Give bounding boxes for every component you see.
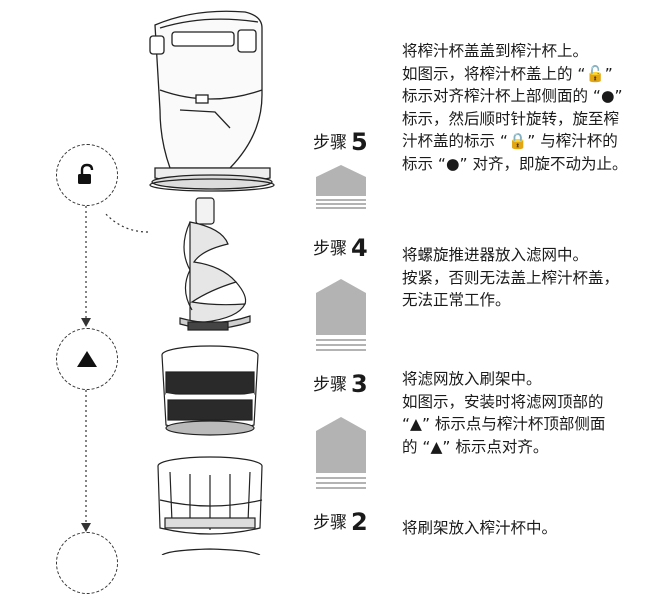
step-5-line: 标示，然后顺时针旋转，旋至榨 (402, 109, 620, 128)
step-5-instructions: 将榨汁杯盖盖到榨汁杯上。 如图示，将榨汁杯盖上的 “🔓” 标示对齐榨汁杯上部侧面… (402, 40, 667, 175)
step-5-line: 标示 “●” 对齐，即旋不动为止。 (402, 154, 628, 173)
step-number: 5 (351, 128, 368, 156)
triangle-marker (56, 328, 118, 390)
step-4-instructions: 将螺旋推进器放入滤网中。 按紧，否则无法盖上榨汁杯盖， 无法正常工作。 (402, 244, 667, 312)
step-4-chevron (316, 279, 366, 351)
guide-arrows (81, 318, 91, 532)
step-5-title: 将榨汁杯盖盖到榨汁杯上。 (402, 42, 589, 60)
triangle-icon (77, 351, 97, 367)
next-marker-partial (56, 532, 118, 594)
step-2-instructions: 将刷架放入榨汁杯中。 (402, 517, 667, 540)
step-4-title: 将螺旋推进器放入滤网中。 (402, 246, 589, 264)
step-number: 3 (351, 370, 368, 398)
juicer-cup-with-lid (149, 10, 275, 192)
step-2-title: 将刷架放入榨汁杯中。 (402, 519, 558, 537)
step-4-line: 按紧，否则无法盖上榨汁杯盖， (402, 268, 620, 287)
unlock-icon (78, 163, 94, 184)
step-label-text: 步骤 (313, 513, 347, 533)
guide-line (85, 206, 149, 527)
step-3-line: “▲” 标示点与榨汁杯顶部侧面 (402, 415, 606, 433)
auger-screw (179, 197, 251, 331)
step-5-line: 标示对齐榨汁杯上部侧面的 “●” (402, 87, 623, 105)
step-3-line: 如图示，安装时将滤网顶部的 (402, 392, 604, 411)
strainer-basket (161, 345, 259, 436)
step-3-chevron (316, 417, 366, 489)
step-number: 2 (351, 508, 368, 536)
step-5-line: 汁杯盖的标示 “🔒” 与榨汁杯的 (402, 132, 618, 150)
step-5-line: 如图示，将榨汁杯盖上的 “🔓” (402, 64, 613, 83)
step-3-title: 将滤网放入刷架中。 (402, 370, 542, 388)
step-label-text: 步骤 (313, 133, 347, 153)
step-3-line: 的 “▲” 标示点对齐。 (402, 437, 549, 456)
step-3-instructions: 将滤网放入刷架中。 如图示，安装时将滤网顶部的 “▲” 标示点与榨汁杯顶部侧面 … (402, 368, 667, 458)
juicer-cup-base-partial (161, 548, 261, 555)
step-label-text: 步骤 (313, 375, 347, 395)
brush-holder (157, 456, 263, 535)
step-label-text: 步骤 (313, 239, 347, 259)
step-5-chevron (316, 165, 366, 209)
step-number: 4 (351, 234, 368, 262)
step-4-line: 无法正常工作。 (402, 291, 511, 309)
unlock-marker (56, 144, 118, 206)
assembly-illustration (81, 10, 275, 555)
